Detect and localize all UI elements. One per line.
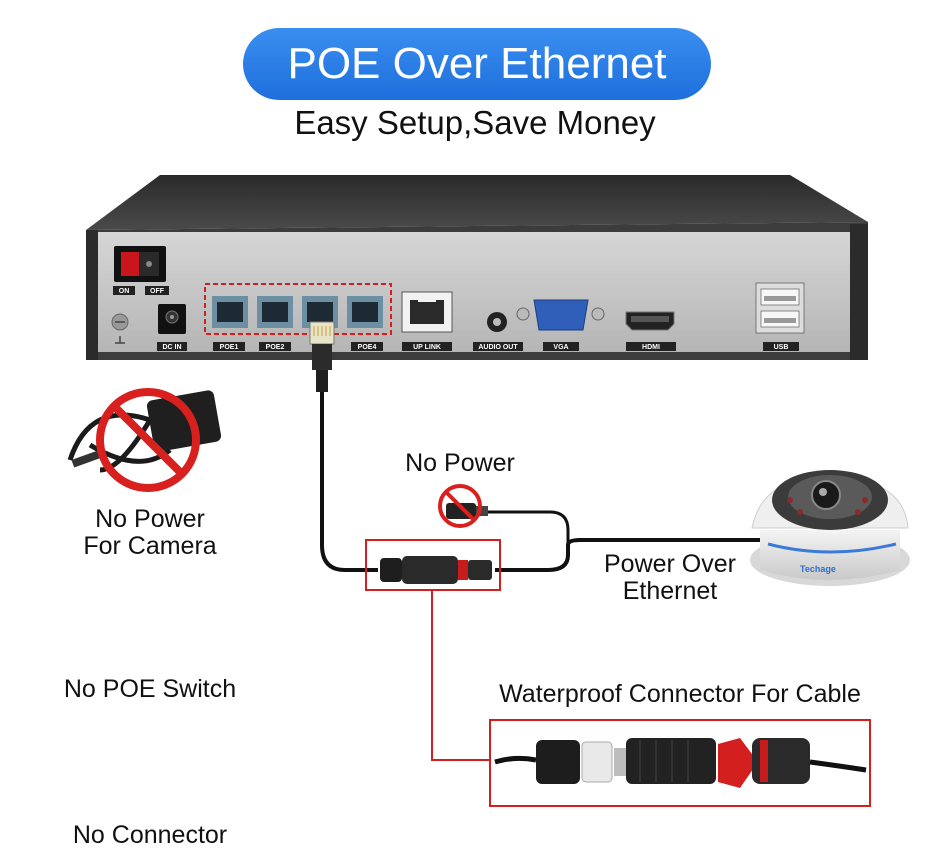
rj45-plug <box>309 321 335 392</box>
poe4-label: POE4 <box>358 344 377 351</box>
title-banner <box>243 28 711 100</box>
page-subtitle: Easy Setup,Save Money <box>294 104 656 141</box>
hdmi-label: HDMI <box>642 344 660 351</box>
ground-screw <box>111 313 129 344</box>
poe-cable-to-camera <box>495 538 760 572</box>
vga-label: VGA <box>553 344 568 351</box>
switch-off-label: OFF <box>150 288 165 295</box>
audio-out-label: AUDIO OUT <box>478 344 518 351</box>
uplink-port <box>401 291 453 351</box>
poe-line1: Power Over <box>604 550 736 578</box>
switch-on-label: ON <box>119 288 130 295</box>
waterproof-connector-label: Waterproof Connector For Cable <box>499 680 861 708</box>
power-adapter-icon <box>67 388 222 492</box>
usb-ports <box>755 282 805 351</box>
no-power-for-camera-label: No Power For Camera <box>40 506 260 560</box>
page-title: POE Over Ethernet <box>287 39 667 88</box>
no-power-label: No Power <box>405 449 515 477</box>
ethernet-cable <box>320 392 378 572</box>
power-over-ethernet-label: Power Over Ethernet <box>590 551 750 605</box>
dc-in-port <box>157 304 187 351</box>
audio-out-port <box>473 312 523 351</box>
nvr-recorder <box>86 175 868 360</box>
no-power-line1: No Power <box>95 505 205 533</box>
no-connector-label: No Connector <box>72 821 228 849</box>
hdmi-port <box>625 311 676 351</box>
uplink-label: UP LINK <box>413 344 441 351</box>
dc-plug-prohibited <box>438 484 488 528</box>
power-lead <box>488 510 570 545</box>
usb-label: USB <box>774 344 789 351</box>
camera-brand: Techage <box>800 564 836 574</box>
cable-connector <box>365 539 501 591</box>
vga-port <box>516 299 605 351</box>
poe2-label: POE2 <box>266 344 285 351</box>
power-switch <box>113 246 169 295</box>
poe1-label: POE1 <box>220 344 239 351</box>
detail-callout-line <box>431 590 490 761</box>
dome-camera: Techage <box>750 470 910 586</box>
waterproof-connector-detail <box>489 719 871 807</box>
poe-line2: Ethernet <box>622 577 718 605</box>
no-power-line2: For Camera <box>83 532 217 560</box>
dc-in-label: DC IN <box>162 344 181 351</box>
poe-port-highlight <box>204 283 392 335</box>
no-poe-switch-label: No POE Switch <box>63 675 237 703</box>
